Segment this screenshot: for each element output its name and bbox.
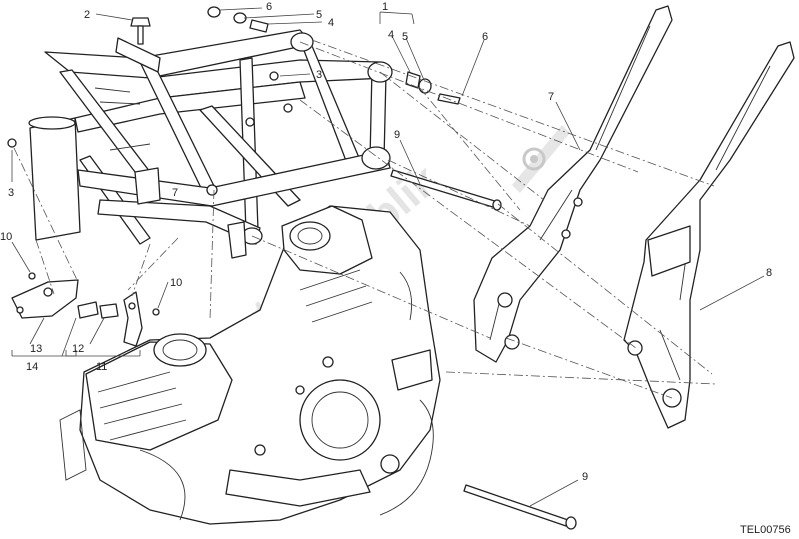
callout-5-right: 5 — [402, 31, 408, 43]
callout-4-right: 4 — [388, 29, 394, 41]
steering-head-tube — [29, 117, 81, 241]
side-brackets — [11, 272, 160, 347]
assembly-lines — [13, 39, 717, 399]
callout-14: 14 — [26, 361, 38, 373]
callout-11: 11 — [96, 361, 107, 373]
rear-plate-right — [623, 41, 795, 429]
rear-plates — [473, 5, 795, 429]
rubber-insert-part-13 — [77, 301, 99, 319]
callout-7-upper: 7 — [548, 91, 554, 103]
callout-8: 8 — [766, 267, 772, 279]
rear-plate-left — [473, 5, 673, 363]
leader-lines — [11, 7, 765, 507]
callouts: 1 2 6 5 4 4 5 6 3 3 9 7 7 8 9 10 10 13 1… — [0, 1, 772, 483]
bracket-part-11 — [123, 291, 143, 347]
callout-9-lower: 9 — [582, 471, 588, 483]
callout-5-top: 5 — [316, 9, 322, 21]
callout-6-right: 6 — [482, 31, 488, 43]
callout-9-upper: 9 — [394, 129, 400, 141]
main-frame — [28, 29, 393, 259]
rubber-insert-part-12 — [99, 303, 119, 319]
callout-7-lower: 7 — [172, 187, 178, 199]
spacer-part — [249, 19, 269, 33]
callout-3-top: 3 — [316, 69, 322, 81]
callout-10-left: 10 — [0, 231, 12, 243]
engine — [59, 205, 441, 525]
callout-3-left: 3 — [8, 187, 14, 199]
callout-2: 2 — [84, 9, 90, 21]
callout-10-right: 10 — [170, 277, 182, 289]
washer-part — [207, 6, 221, 18]
bracket-part-14 — [11, 279, 79, 319]
callout-4-top: 4 — [328, 17, 334, 29]
callout-13: 13 — [30, 343, 42, 355]
watermark-gear-icon — [512, 125, 570, 193]
rubber-cap — [130, 17, 151, 27]
through-bolt-lower — [463, 484, 569, 527]
screw-part-10-right — [152, 308, 160, 316]
callout-1: 1 — [382, 1, 388, 13]
reference-code: TEL00756 — [740, 524, 791, 536]
screw-part-10-left — [28, 272, 36, 280]
callout-6-top: 6 — [266, 1, 272, 13]
callout-12: 12 — [72, 343, 84, 355]
